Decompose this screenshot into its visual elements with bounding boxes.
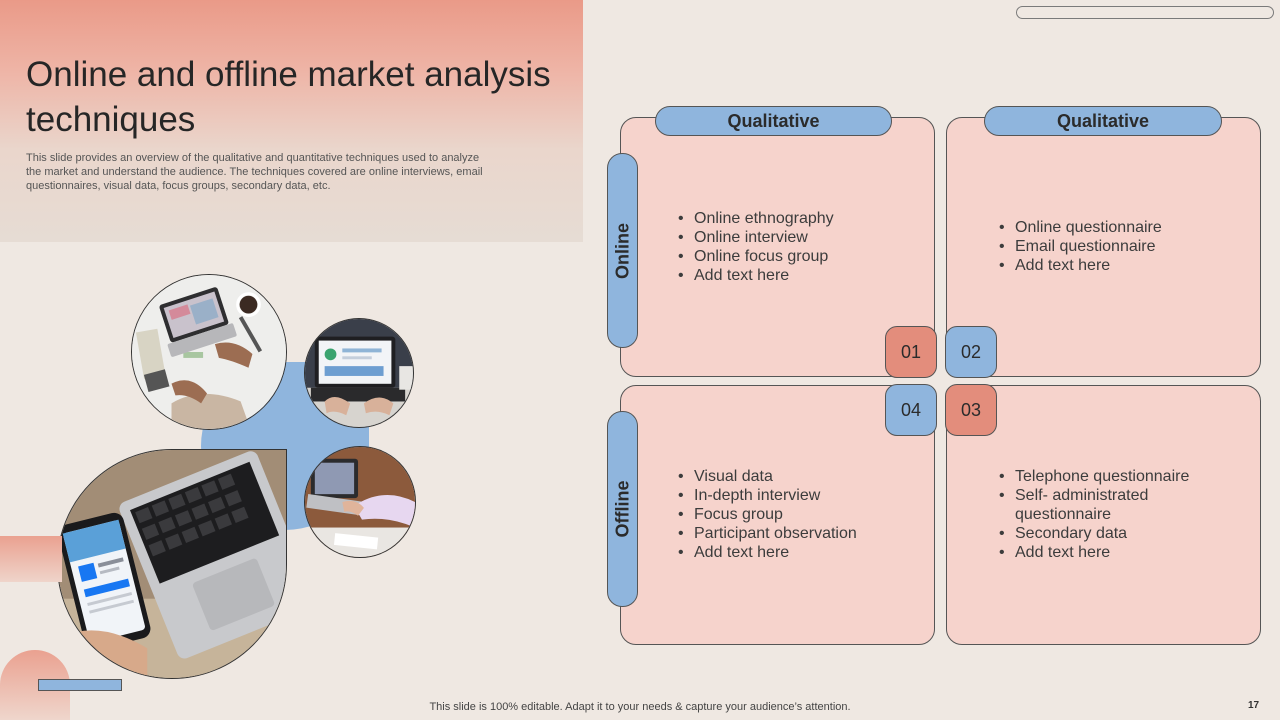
list-item: Add text here <box>676 543 916 562</box>
number-badge-01: 01 <box>885 326 937 378</box>
list-item: Online interview <box>676 228 916 247</box>
decorative-stripe <box>0 536 62 582</box>
slide-title: Online and offline market analysis techn… <box>26 55 551 139</box>
number-badge-02: 02 <box>945 326 997 378</box>
laptop-dashboard-photo <box>304 318 414 428</box>
list-item: In-depth interview <box>676 486 916 505</box>
row-header-offline: Offline <box>607 411 638 607</box>
number-badge-04: 04 <box>885 384 937 436</box>
list-item: Add text here <box>997 543 1237 562</box>
laptop-analytics-photo <box>131 274 287 430</box>
footer-note: This slide is 100% editable. Adapt it to… <box>429 701 851 713</box>
list-item: Online ethnography <box>676 209 916 228</box>
list-item: Add text here <box>676 266 916 285</box>
number-badge-03: 03 <box>945 384 997 436</box>
list-item: Telephone questionnaire <box>997 467 1237 486</box>
laptop-typing-photo <box>304 446 416 558</box>
decorative-pill <box>1016 6 1274 19</box>
quadrant-03-list: Telephone questionnaire Self- administra… <box>997 467 1237 562</box>
phone-laptop-photo <box>57 449 287 679</box>
decorative-bar <box>38 679 122 691</box>
list-item: Focus group <box>676 505 916 524</box>
row-header-online: Online <box>607 153 638 348</box>
list-item: Secondary data <box>997 524 1237 543</box>
list-item: Visual data <box>676 467 916 486</box>
list-item: Online focus group <box>676 247 916 266</box>
list-item: Self- administrated questionnaire <box>997 486 1237 524</box>
row-header-offline-label: Offline <box>612 480 632 538</box>
page-number: 17 <box>1248 700 1260 711</box>
quadrant-04-list: Visual data In-depth interview Focus gro… <box>676 467 916 562</box>
quadrant-02-list: Online questionnaire Email questionnaire… <box>997 218 1237 275</box>
list-item: Online questionnaire <box>997 218 1237 237</box>
list-item: Add text here <box>997 256 1237 275</box>
slide-subtitle: This slide provides an overview of the q… <box>26 152 483 192</box>
list-item: Participant observation <box>676 524 916 543</box>
column-header-2: Qualitative <box>984 106 1222 136</box>
list-item: Email questionnaire <box>997 237 1237 256</box>
header-panel <box>0 0 583 242</box>
row-header-online-label: Online <box>612 222 632 279</box>
quadrant-01-list: Online ethnography Online interview Onli… <box>676 209 916 285</box>
column-header-1: Qualitative <box>655 106 892 136</box>
